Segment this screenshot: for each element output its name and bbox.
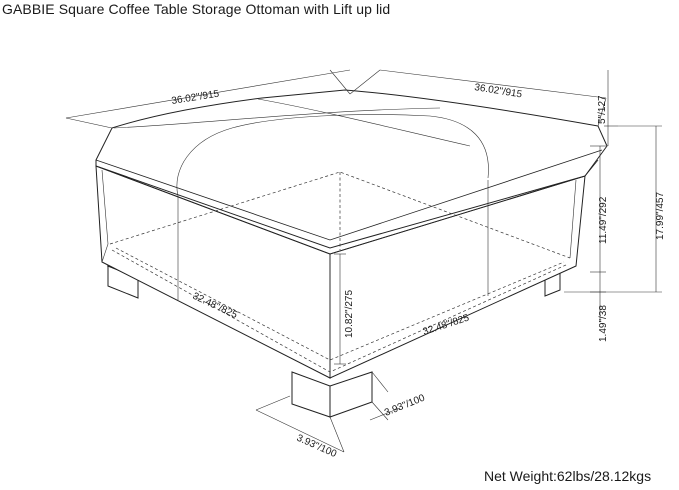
storage-height-label: 11.49"/292: [598, 196, 609, 244]
leg-width-left-label: 3.93"/100: [295, 433, 339, 461]
hidden-storage-lines: [109, 171, 571, 373]
total-height-label: 17.99"/457: [655, 192, 666, 240]
top-width-right-label: 36.02"/915: [474, 82, 524, 100]
dimension-lines: [65, 69, 662, 453]
inner-height-label: 10.82"/275: [344, 290, 355, 338]
page-title: GABBIE Square Coffee Table Storage Ottom…: [2, 1, 391, 17]
top-width-left-label: 36.02"/915: [171, 89, 221, 107]
net-weight: Net Weight:62lbs/28.12kgs: [484, 468, 652, 484]
leg-height-label: 1.49"/38: [598, 305, 609, 342]
leg-width-right-label: 3.93"/100: [383, 393, 427, 419]
lid-height-label: 5"/127: [597, 95, 608, 124]
ottoman-body: [95, 89, 608, 379]
